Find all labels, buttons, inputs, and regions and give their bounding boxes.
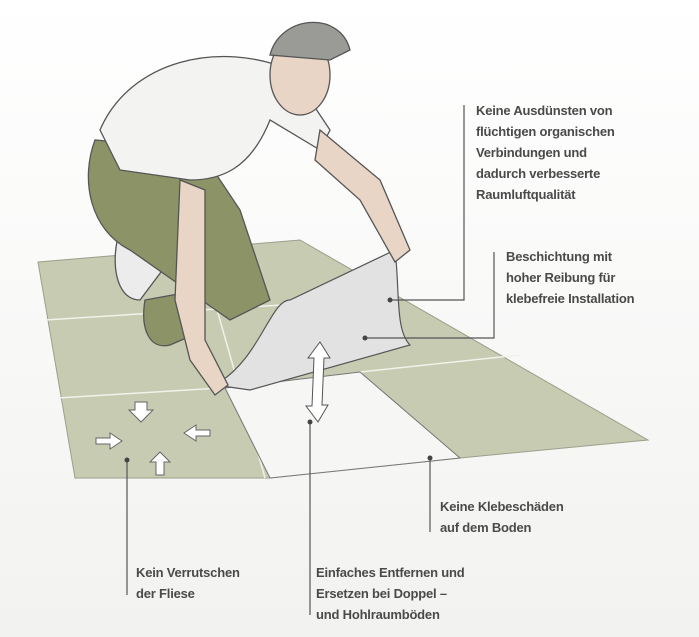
label-coating: Beschichtung mit hoher Reibung für klebe… bbox=[506, 246, 635, 309]
label-line: Keine Klebeschäden bbox=[440, 499, 564, 514]
label-no-slip: Kein Verrutschen der Fliese bbox=[136, 562, 240, 604]
worker-figure bbox=[87, 21, 411, 396]
label-no-damage: Keine Klebeschäden auf dem Boden bbox=[440, 496, 564, 538]
leader-lines bbox=[126, 105, 495, 615]
label-voc: Keine Ausdünsten von flüchtigen organisc… bbox=[476, 100, 615, 205]
label-removal: Einfaches Entfernen und Ersetzen bei Dop… bbox=[316, 562, 465, 625]
label-line: Verbindungen und bbox=[476, 145, 587, 160]
label-line: klebefreie Installation bbox=[506, 291, 635, 306]
label-line: flüchtigen organischen bbox=[476, 124, 615, 139]
label-line: und Hohlraumböden bbox=[316, 607, 440, 622]
label-line: Einfaches Entfernen und bbox=[316, 565, 465, 580]
label-line: auf dem Boden bbox=[440, 520, 532, 535]
label-line: Kein Verrutschen bbox=[136, 565, 240, 580]
label-line: Keine Ausdünsten von bbox=[476, 103, 613, 118]
label-line: hoher Reibung für bbox=[506, 270, 616, 285]
arrow-icons bbox=[95, 401, 211, 476]
label-line: Ersetzen bei Doppel – bbox=[316, 586, 447, 601]
label-line: dadurch verbesserte bbox=[476, 166, 601, 181]
leader-dots bbox=[124, 297, 433, 463]
label-line: der Fliese bbox=[136, 586, 195, 601]
label-line: Beschichtung mit bbox=[506, 249, 612, 264]
lift-arrow-icon bbox=[305, 341, 331, 423]
label-line: Raumluftqualität bbox=[476, 187, 576, 202]
